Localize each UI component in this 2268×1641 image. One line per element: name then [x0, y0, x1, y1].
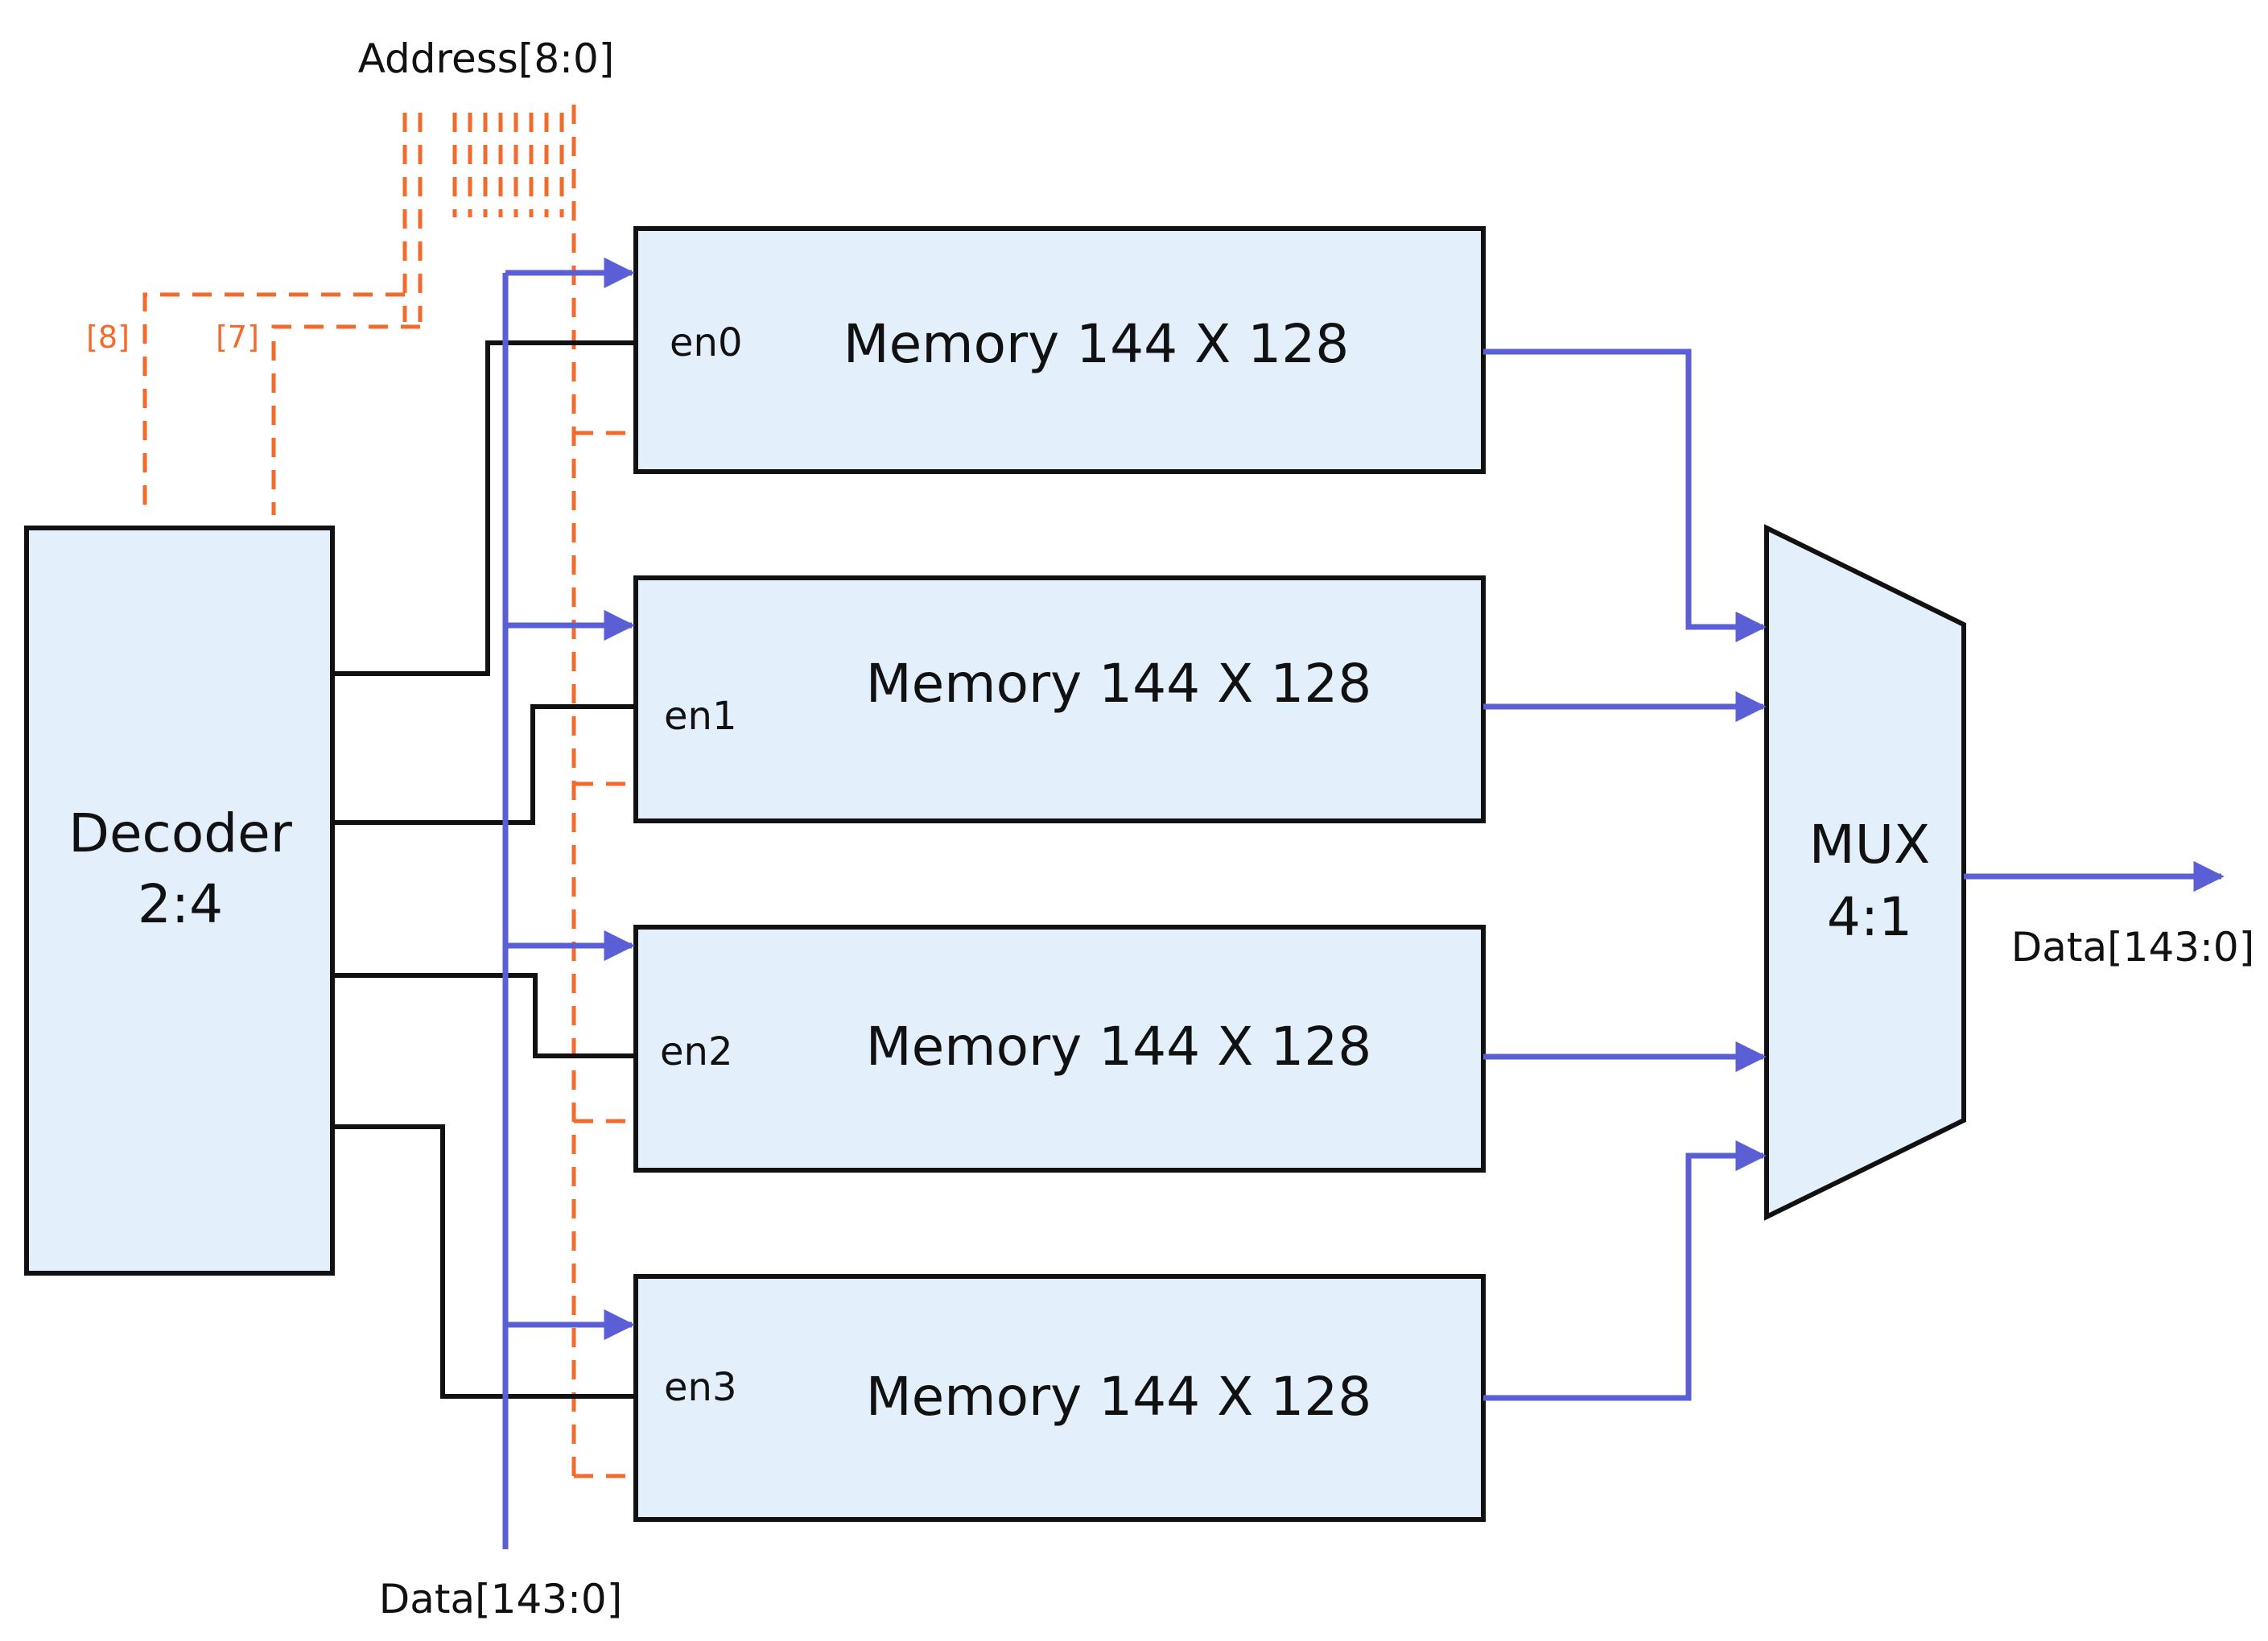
data-out-label: Data[143:0]: [2011, 924, 2255, 971]
address-bus: [142, 105, 634, 1478]
memory-block-3: [633, 1274, 1486, 1522]
enable-label-2: en2: [660, 1029, 733, 1074]
memory-label-0: Memory 144 X 128: [843, 313, 1350, 375]
decoder-block: [24, 526, 335, 1276]
enable-line-0: [332, 340, 636, 676]
mux-block: [1764, 524, 1966, 1221]
address-bus-label: Address[8:0]: [358, 35, 615, 82]
mux-label-line1: MUX: [1809, 814, 1930, 876]
memory-label-3: Memory 144 X 128: [866, 1366, 1372, 1428]
address-bit-8-line: [142, 292, 405, 515]
mux-label-line2: 4:1: [1827, 886, 1912, 948]
data-in-label: Data[143:0]: [379, 1576, 623, 1622]
memory-label-2: Memory 144 X 128: [866, 1016, 1372, 1078]
enable-lines: [332, 340, 636, 1399]
mem-out-3: [1483, 1140, 1767, 1401]
decoder-label-line1: Decoder: [68, 802, 293, 864]
decoder-label-line2: 2:4: [138, 873, 223, 935]
memory-label-1: Memory 144 X 128: [866, 653, 1372, 715]
address-bit-7-label: [7]: [216, 320, 259, 355]
address-bit-7-line: [271, 324, 420, 515]
enable-label-0: en0: [670, 320, 743, 365]
mem-out-0: [1483, 348, 1767, 643]
memory-block-2: [633, 925, 1486, 1173]
enable-label-1: en1: [664, 694, 737, 739]
enable-label-3: en3: [664, 1365, 737, 1410]
enable-line-2: [332, 973, 636, 1058]
address-bit-8-label: [8]: [86, 320, 130, 355]
data-in-bus: [502, 257, 635, 1549]
memory-block-0: [633, 226, 1486, 474]
memory-block-1: [633, 575, 1486, 823]
enable-line-1: [332, 704, 636, 825]
memory-outputs: [1483, 348, 1767, 1401]
enable-line-3: [332, 1124, 636, 1399]
